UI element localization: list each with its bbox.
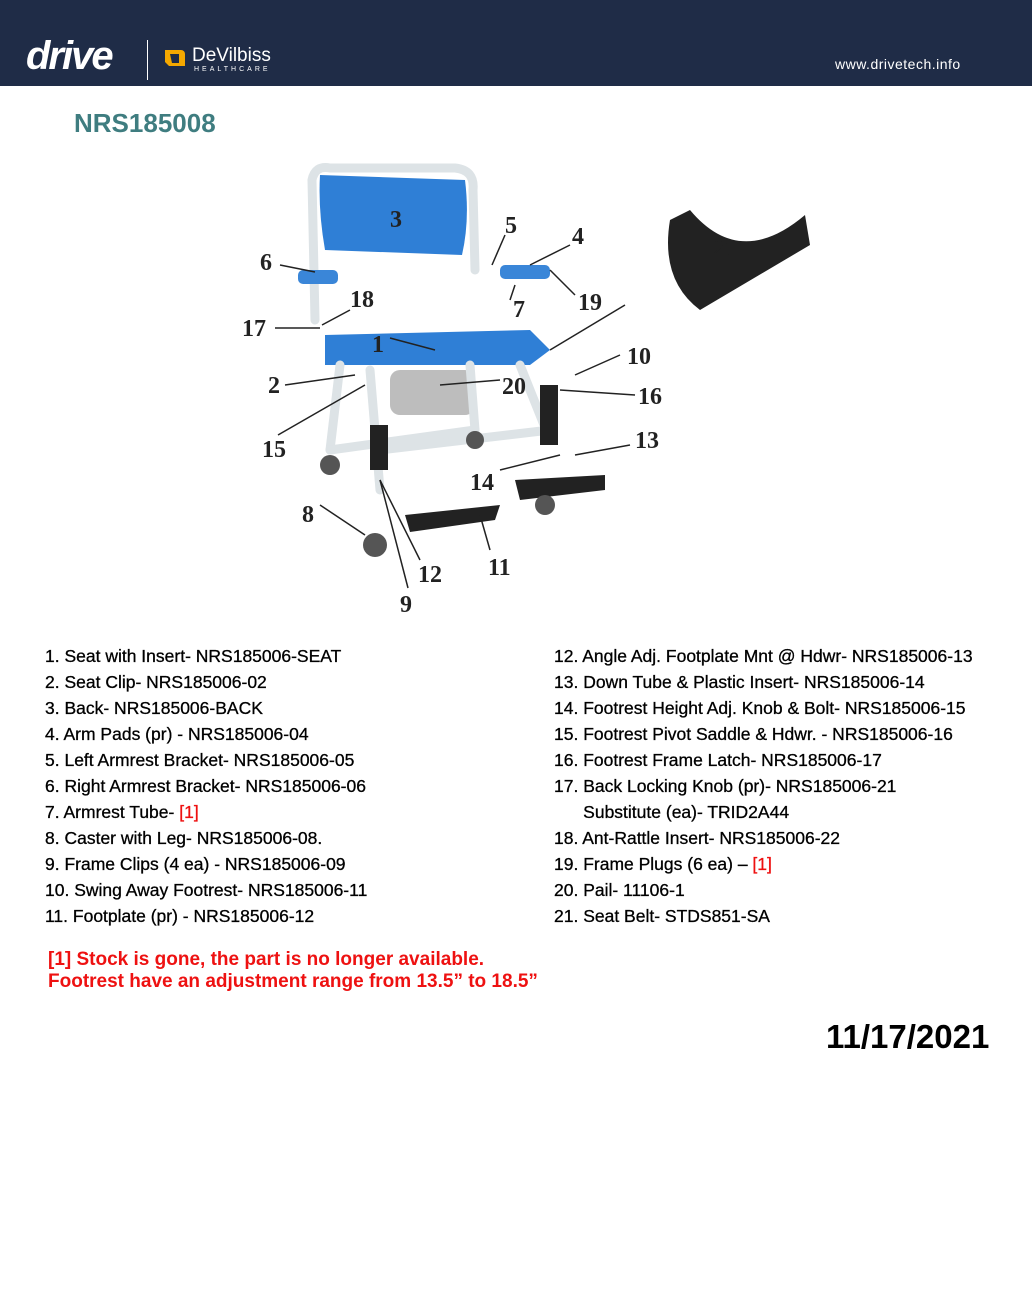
callout-8: 8 (302, 502, 314, 528)
list-item: 18. Ant-Rattle Insert- NRS185006-22 (554, 825, 973, 851)
callout-2: 2 (268, 373, 280, 399)
healthcare-label: HEALTHCARE (194, 66, 271, 73)
callout-numbers: 1 2 3 4 5 6 7 8 9 10 11 12 13 14 15 16 1… (242, 207, 736, 618)
callout-21: 21 (712, 236, 736, 262)
parts-list-right: 12. Angle Adj. Footplate Mnt @ Hdwr- NRS… (554, 643, 973, 929)
part-text: 19. Frame Plugs (6 ea) – (554, 854, 753, 874)
list-item: 9. Frame Clips (4 ea) - NRS185006-09 (45, 851, 367, 877)
list-item: 5. Left Armrest Bracket- NRS185006-05 (45, 747, 367, 773)
seat-belt-illustration (668, 210, 810, 310)
footnote-ref: [1] (752, 854, 772, 874)
part-text: 9. Frame Clips (4 ea) - NRS185006-09 (45, 854, 346, 874)
notes: [1] Stock is gone, the part is no longer… (48, 949, 538, 993)
part-text: 18. Ant-Rattle Insert- NRS185006-22 (554, 828, 840, 848)
part-text: 10. Swing Away Footrest- NRS185006-11 (45, 880, 368, 900)
list-item: 14. Footrest Height Adj. Knob & Bolt- NR… (554, 695, 973, 721)
list-item: 1. Seat with Insert- NRS185006-SEAT (45, 643, 367, 669)
callout-10: 10 (627, 344, 651, 370)
part-text: 11. Footplate (pr) - NRS185006-12 (45, 906, 315, 926)
footnote-ref: [1] (179, 802, 199, 822)
callout-12: 12 (418, 562, 442, 588)
chair-illustration (298, 163, 605, 557)
list-item: 20. Pail- 11106-1 (554, 877, 973, 903)
list-item: 17. Back Locking Knob (pr)- NRS185006-21 (554, 773, 973, 799)
part-text: 16. Footrest Frame Latch- NRS185006-17 (554, 750, 882, 770)
callout-20: 20 (502, 374, 526, 400)
part-text: 15. Footrest Pivot Saddle & Hdwr. - NRS1… (554, 724, 953, 744)
list-item: 11. Footplate (pr) - NRS185006-12 (45, 903, 367, 929)
callout-14: 14 (470, 470, 494, 496)
part-text: 5. Left Armrest Bracket- NRS185006-05 (45, 750, 355, 770)
callout-5: 5 (505, 213, 517, 239)
callout-7: 7 (513, 297, 525, 323)
list-item: 6. Right Armrest Bracket- NRS185006-06 (45, 773, 367, 799)
callout-4: 4 (572, 224, 584, 250)
callout-19: 19 (578, 290, 602, 316)
parts-list-left: 1. Seat with Insert- NRS185006-SEAT 2. S… (45, 643, 368, 929)
callout-3: 3 (390, 207, 402, 233)
part-text: Substitute (ea)- TRID2A44 (554, 802, 790, 822)
list-item: 7. Armrest Tube- [1] (45, 799, 367, 825)
devilbiss-logo-icon (165, 50, 185, 66)
callout-6: 6 (260, 250, 272, 276)
stock-note: [1] Stock is gone, the part is no longer… (48, 949, 485, 970)
devilbiss-name: DeVilbiss (192, 45, 271, 66)
callout-1: 1 (372, 332, 384, 358)
list-item: 13. Down Tube & Plastic Insert- NRS18500… (554, 669, 973, 695)
part-text: 1. Seat with Insert- NRS185006-SEAT (45, 646, 342, 666)
part-text: 17. Back Locking Knob (pr)- NRS185006-21 (554, 776, 897, 796)
part-text: 13. Down Tube & Plastic Insert- NRS18500… (554, 672, 925, 692)
callout-13: 13 (635, 428, 659, 454)
part-text: 8. Caster with Leg- NRS185006-08. (45, 828, 323, 848)
list-item: 12. Angle Adj. Footplate Mnt @ Hdwr- NRS… (554, 643, 973, 669)
callout-16: 16 (638, 384, 662, 410)
model-number: NRS185008 (74, 108, 216, 138)
callout-11: 11 (488, 555, 511, 581)
part-text: 12. Angle Adj. Footplate Mnt @ Hdwr- NRS… (554, 646, 973, 666)
list-item: 10. Swing Away Footrest- NRS185006-11 (45, 877, 368, 903)
callout-lines (275, 234, 636, 589)
document-date: 11/17/2021 (826, 1018, 990, 1055)
drive-logo: drive (26, 34, 114, 78)
logo-divider (147, 40, 148, 80)
callout-15: 15 (262, 437, 286, 463)
list-item: 19. Frame Plugs (6 ea) – [1] (554, 851, 973, 877)
list-item: 8. Caster with Leg- NRS185006-08. (45, 825, 367, 851)
part-text: 7. Armrest Tube- (45, 802, 180, 822)
part-text: 20. Pail- 11106-1 (554, 880, 685, 900)
part-text: 2. Seat Clip- NRS185006-02 (45, 672, 267, 692)
list-item: 21. Seat Belt- STDS851-SA (554, 903, 973, 929)
list-item: 3. Back- NRS185006-BACK (45, 695, 367, 721)
part-text: 21. Seat Belt- STDS851-SA (554, 906, 770, 926)
callout-9: 9 (400, 592, 412, 618)
list-item: 4. Arm Pads (pr) - NRS185006-04 (45, 721, 367, 747)
callout-17: 17 (242, 316, 266, 342)
chair-diagram: 1 2 3 4 5 6 7 8 9 10 11 12 13 14 15 16 1… (242, 163, 810, 618)
part-text: 3. Back- NRS185006-BACK (45, 698, 263, 718)
list-item: 16. Footrest Frame Latch- NRS185006-17 (554, 747, 973, 773)
list-item: 2. Seat Clip- NRS185006-02 (45, 669, 367, 695)
footrest-note: Footrest have an adjustment range from 1… (48, 971, 538, 992)
part-text: 4. Arm Pads (pr) - NRS185006-04 (45, 724, 309, 744)
header-banner: drive DeVilbiss HEALTHCARE www.drivetech… (0, 0, 1032, 86)
list-item: 15. Footrest Pivot Saddle & Hdwr. - NRS1… (554, 721, 973, 747)
list-item: Substitute (ea)- TRID2A44 (554, 799, 973, 825)
part-text: 6. Right Armrest Bracket- NRS185006-06 (45, 776, 366, 796)
website-link[interactable]: www.drivetech.info (835, 56, 961, 72)
part-text: 14. Footrest Height Adj. Knob & Bolt- NR… (554, 698, 966, 718)
callout-18: 18 (350, 287, 374, 313)
